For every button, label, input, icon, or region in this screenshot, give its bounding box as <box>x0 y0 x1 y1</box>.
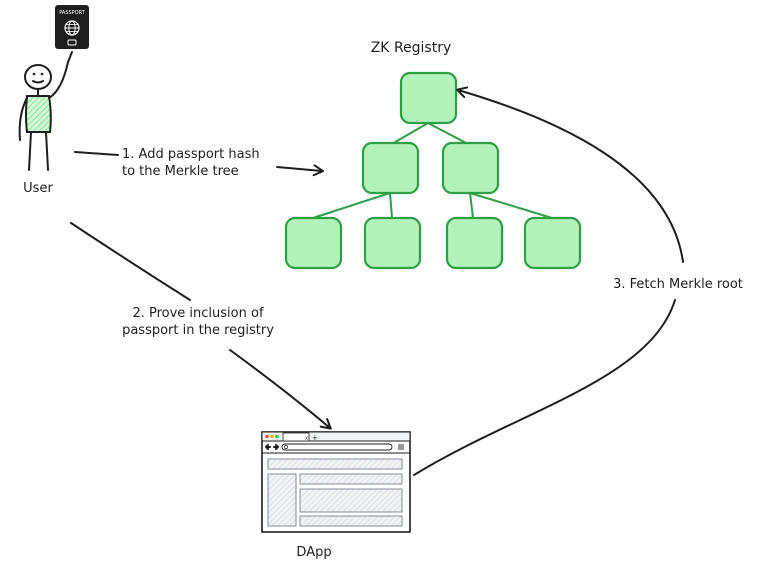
window-maximize-dot <box>275 434 279 439</box>
step1-arrow <box>74 151 324 177</box>
passport-icon: PASSPORT <box>55 5 89 49</box>
content-footer-block <box>299 515 403 527</box>
back-arrow-icon <box>265 444 271 450</box>
passport-label: PASSPORT <box>59 10 86 16</box>
window-close-dot <box>265 434 269 439</box>
browser-window-icon: x + <box>261 431 411 533</box>
content-row-block <box>299 473 403 485</box>
address-bar <box>281 443 393 451</box>
merkle-leaf-node <box>445 216 504 270</box>
step2-text-line1: 2. Prove inclusion of <box>132 306 263 321</box>
tree-edge <box>312 192 391 219</box>
step3-arrow <box>413 86 684 476</box>
browser-tab <box>282 432 310 442</box>
step3-text: 3. Fetch Merkle root <box>613 277 743 292</box>
content-main-block <box>299 488 403 513</box>
registry-title: ZK Registry <box>371 40 452 56</box>
tree-edge <box>469 192 553 219</box>
merkle-root-node <box>399 71 458 125</box>
tree-edge <box>469 192 474 219</box>
window-minimize-dot <box>270 434 274 439</box>
merkle-internal-node <box>361 141 420 195</box>
step1-text-line2: to the Merkle tree <box>122 164 239 179</box>
merkle-tree <box>284 71 582 270</box>
menu-icon <box>398 444 404 450</box>
step1-text-line1: 1. Add passport hash <box>122 147 260 162</box>
merkle-leaf-node <box>284 216 343 270</box>
content-header-block <box>267 458 403 470</box>
tab-close-icon: x <box>305 436 308 442</box>
step2-text-line2: passport in the registry <box>122 323 274 338</box>
forward-arrow-icon <box>273 444 279 450</box>
search-icon <box>284 445 288 449</box>
step2-arrow <box>70 222 332 430</box>
tree-edge <box>427 122 471 146</box>
tree-edge <box>389 122 429 146</box>
globe-icon <box>64 20 80 36</box>
merkle-leaf-node <box>363 216 422 270</box>
content-sidebar-block <box>267 473 297 527</box>
tree-edge <box>389 192 393 219</box>
dapp-label: DApp <box>296 545 331 560</box>
merkle-leaf-node <box>523 216 582 270</box>
merkle-internal-node <box>441 141 500 195</box>
tab-add-icon: + <box>312 434 318 442</box>
user-figure <box>18 51 73 171</box>
user-label: User <box>23 181 53 196</box>
